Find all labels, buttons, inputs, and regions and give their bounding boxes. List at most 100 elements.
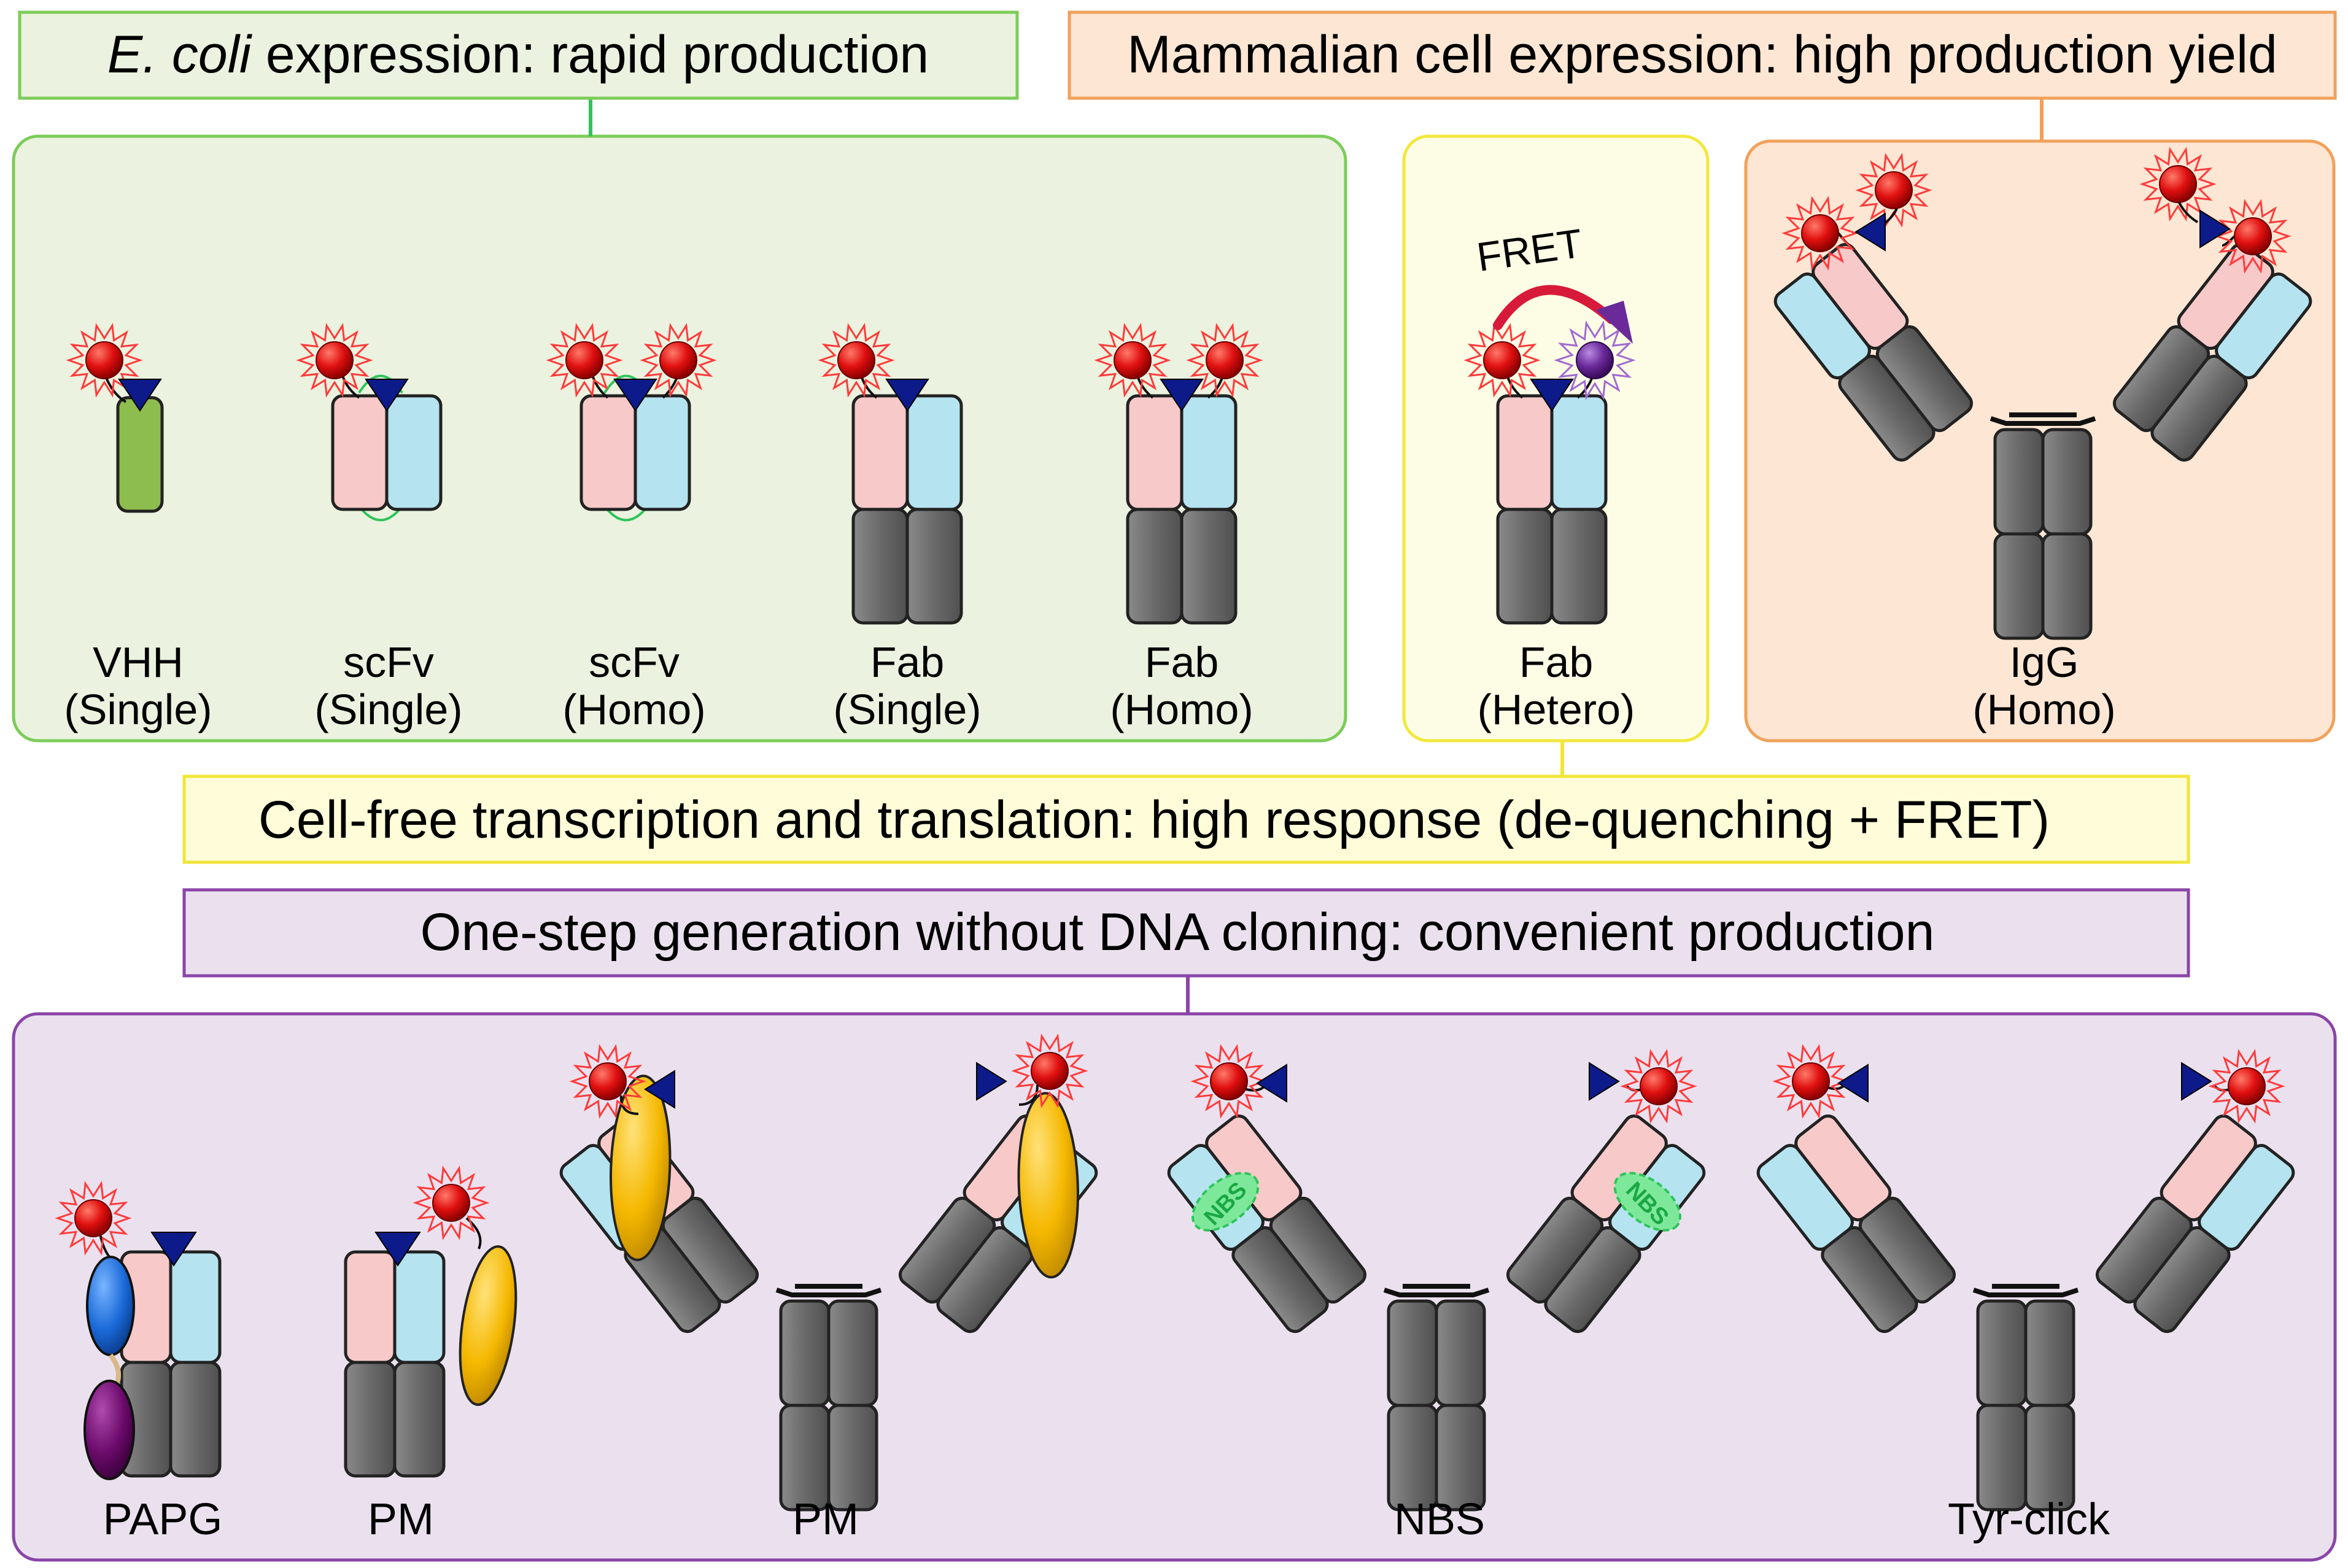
ch2-domain	[1435, 1299, 1486, 1407]
dye-sphere	[316, 341, 354, 379]
quencher-triangle-icon	[1837, 1064, 1869, 1103]
protein-g-domain-icon	[83, 1380, 135, 1480]
fluorescent-dye-icon	[546, 323, 623, 398]
dye-glow-burst	[66, 323, 143, 398]
dye-glow-burst	[818, 323, 895, 398]
fluorescent-dye-icon	[2139, 147, 2217, 222]
igg-right-arm	[2112, 243, 2312, 462]
bottom-label-pm-igg: PM	[792, 1495, 859, 1544]
linker-tether	[2222, 235, 2236, 247]
dye-sphere	[659, 341, 697, 379]
ch1-domain	[1550, 508, 1608, 625]
fluorescent-dye-icon	[2208, 1049, 2285, 1124]
dye-sphere	[565, 341, 603, 379]
vl-domain	[1811, 243, 1909, 350]
hinge-disulfide	[775, 1288, 882, 1297]
dye-glow-burst	[546, 323, 623, 398]
fluorescent-dye-icon	[1463, 323, 1541, 398]
fab-homo-name: Fab	[1145, 638, 1219, 686]
scfv-single-molecule	[296, 323, 443, 522]
hinge-disulfide	[1383, 1288, 1490, 1297]
scfv-single-sub: (Single)	[314, 686, 462, 733]
vh-domain	[905, 394, 963, 511]
ch2-domain	[1976, 1299, 2028, 1407]
linker-tether	[1018, 1084, 1039, 1106]
bottom-labels: PAPG PM PM NBS Tyr-click	[103, 1495, 2110, 1544]
dye-glow-burst	[1855, 153, 1932, 228]
ch1-domain	[393, 1361, 446, 1478]
dye-sphere	[85, 341, 123, 379]
protein-adaptor-icon	[1017, 1092, 1080, 1279]
ch2-domain	[827, 1299, 878, 1407]
dye-sphere	[837, 341, 875, 379]
nbs-site-icon	[1191, 1172, 1260, 1232]
dye-sphere	[432, 1184, 470, 1222]
bottom-label-tyr-click: Tyr-click	[1948, 1495, 2110, 1544]
igg-left-arm	[559, 1075, 759, 1334]
cl-domain	[1496, 508, 1554, 625]
ch3-domain	[1993, 532, 2045, 640]
vhh-single-molecule	[66, 323, 164, 513]
dye-sphere	[1792, 1062, 1830, 1100]
ch3-domain	[1387, 1404, 1438, 1512]
vl-domain	[579, 394, 637, 511]
cellfree-header-text: Cell-free transcription and translation:…	[258, 790, 2050, 849]
dye-sphere	[1801, 214, 1839, 252]
linker-tether	[619, 1095, 639, 1115]
fluorescent-dye-icon	[1190, 1044, 1268, 1119]
quencher-triangle-icon	[2181, 1062, 2212, 1101]
protein-adaptor-icon	[610, 1075, 672, 1261]
dye-glow-burst	[1463, 323, 1541, 398]
igg-homo-molecule	[1773, 147, 2312, 640]
fluorescent-dye-icon	[296, 323, 373, 398]
fab-hetero-name: Fab	[1519, 638, 1594, 686]
protein-a-domain-icon	[86, 1256, 135, 1356]
quencher-triangle-icon	[1160, 379, 1204, 412]
bottom-label-papg: PAPG	[103, 1495, 223, 1544]
fluorescent-dye-icon	[1855, 153, 1932, 228]
fluorescent-dye-icon	[1094, 323, 1171, 398]
vhh-single-sub: (Single)	[64, 686, 212, 733]
vhh-single-name: VHH	[93, 638, 184, 686]
ch1-domain	[169, 1361, 222, 1478]
vhh-domain	[116, 396, 164, 513]
vh-domain	[1550, 394, 1608, 511]
fluorescent-dye-icon	[1186, 323, 1263, 398]
ch1-domain	[905, 508, 963, 625]
dye-glow-burst	[413, 1165, 490, 1240]
quencher-triangle-icon	[1530, 379, 1574, 412]
fab-single-sub: (Single)	[833, 686, 981, 733]
ch3-domain	[2024, 1404, 2075, 1512]
fab-single-name: Fab	[870, 638, 945, 686]
ecoli-header-box	[18, 10, 1019, 100]
pm-igg-molecule	[559, 1033, 1098, 1512]
vl-domain	[1126, 394, 1184, 511]
igg-homo-sub: (Homo)	[1972, 686, 2115, 733]
nbs-site-icon	[1613, 1172, 1681, 1232]
vh-domain	[393, 1250, 446, 1364]
acceptor-dye-icon	[1554, 320, 1636, 400]
dye-glow-burst	[2208, 1049, 2285, 1124]
dye-sphere	[1875, 171, 1913, 209]
vl-domain	[1794, 1114, 1892, 1222]
scfv-homo-molecule	[546, 323, 717, 522]
dye-sphere	[1210, 1062, 1248, 1100]
vh-domain	[2215, 272, 2312, 380]
quencher-triangle-icon	[1854, 212, 1886, 252]
dye-glow-burst	[1190, 1044, 1268, 1119]
onestep-header-text: One-step generation without DNA cloning:…	[420, 903, 1935, 962]
papg-fab-molecule	[55, 1181, 222, 1480]
quencher-triangle-icon	[976, 1062, 1007, 1101]
dye-sphere	[1206, 341, 1244, 379]
connectors	[589, 98, 2044, 1014]
acceptor-sphere	[1576, 341, 1614, 379]
dye-glow-burst	[640, 323, 717, 398]
quencher-triangle-icon	[613, 379, 657, 412]
quencher-triangle-icon	[118, 379, 162, 412]
dye-glow-burst	[2139, 147, 2217, 222]
scfv-homo-name: scFv	[589, 638, 680, 686]
dye-glow-burst	[296, 323, 373, 398]
dye-sphere	[2234, 217, 2272, 255]
